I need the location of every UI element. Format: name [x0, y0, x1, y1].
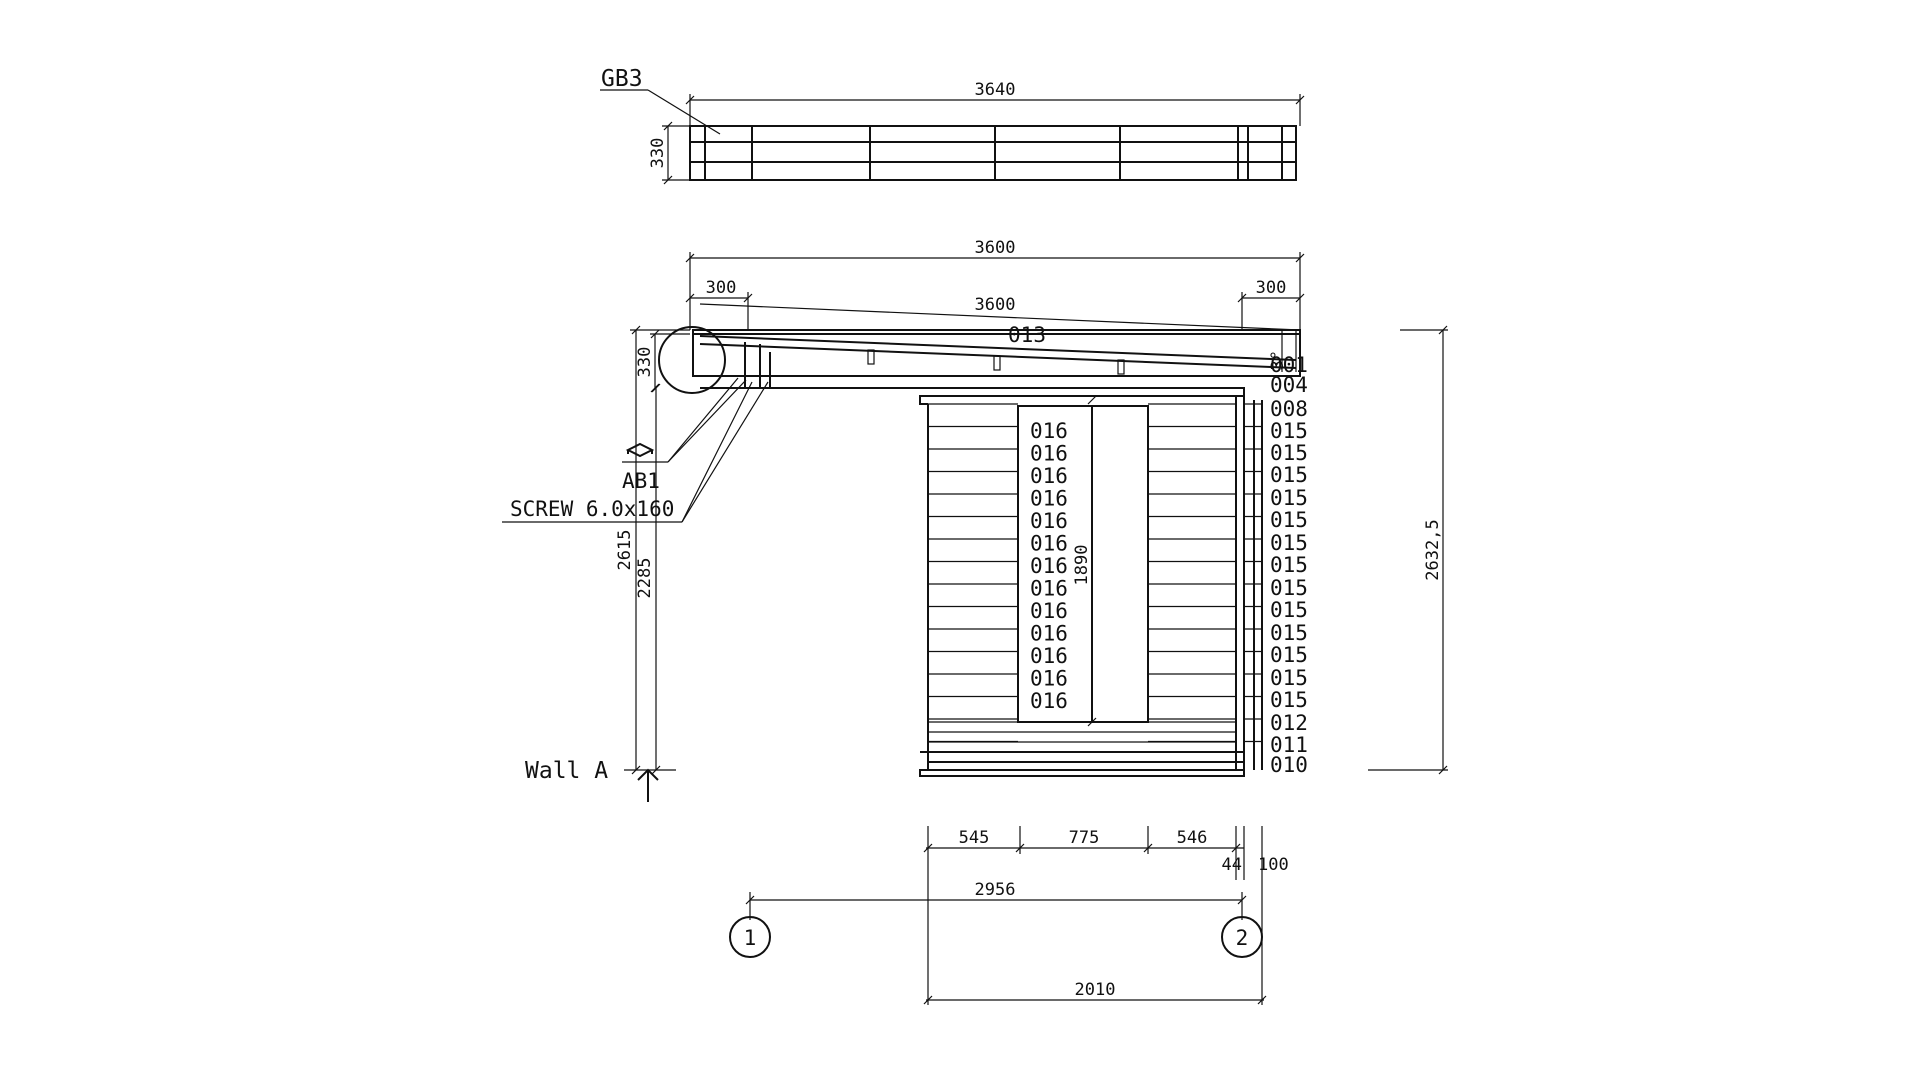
right-part-label: 012 [1270, 711, 1308, 735]
right-part-label: 015 [1270, 486, 1308, 510]
door-part-label: 016 [1030, 577, 1068, 601]
right-part-label: 015 [1270, 441, 1308, 465]
dim-545: 545 [959, 828, 990, 848]
gb3-label: GB3 [601, 66, 643, 92]
right-part-label: 008 [1270, 397, 1308, 421]
dim-2285: 2285 [635, 558, 655, 599]
gb3-section: GB3 3640 330 [600, 66, 1305, 185]
dim-3600-top: 3600 [975, 238, 1016, 258]
door-part-label: 016 [1030, 644, 1068, 668]
part-013-label: 013 [1008, 323, 1046, 347]
door-part-label: 016 [1030, 509, 1068, 533]
bottom-dimensions: 545 775 546 44 100 2956 1 2 2010 [729, 826, 1289, 1005]
wall-body: 1890 01601601601601601601601601601601601… [919, 387, 1263, 777]
right-part-label: 015 [1270, 508, 1308, 532]
right-part-label: 001 [1270, 353, 1308, 377]
right-part-label: 015 [1270, 643, 1308, 667]
roof-section: 3600 300 300 3600 3° 013 [635, 238, 1305, 394]
right-part-label: 004 [1270, 373, 1308, 397]
right-part-labels: 0010040080150150150150150150150150150150… [1270, 353, 1308, 777]
left-annotations: AB1 SCREW 6.0x160 2615 2285 Wall A [502, 325, 769, 802]
door-part-label: 016 [1030, 442, 1068, 466]
dim-2956: 2956 [975, 880, 1016, 900]
right-part-label: 015 [1270, 666, 1308, 690]
door-part-label: 016 [1030, 622, 1068, 646]
dim-330-roof: 330 [635, 347, 655, 378]
dim-44: 44 [1222, 855, 1242, 875]
right-part-label: 015 [1270, 688, 1308, 712]
axis-1-label: 1 [744, 926, 757, 950]
door-part-label: 016 [1030, 419, 1068, 443]
dim-3600-slope: 3600 [975, 295, 1016, 315]
dim-2615: 2615 [615, 530, 635, 571]
dim-775: 775 [1069, 828, 1100, 848]
dim-546: 546 [1177, 828, 1208, 848]
roof-angle-label: 3° [1268, 350, 1288, 370]
dim-330-gb3: 330 [648, 138, 668, 169]
door-part-label: 016 [1030, 689, 1068, 713]
right-part-label: 015 [1270, 463, 1308, 487]
dim-3640: 3640 [975, 80, 1016, 100]
dim-2632-5: 2632,5 [1423, 519, 1443, 580]
door-part-label: 016 [1030, 599, 1068, 623]
door-part-label: 016 [1030, 487, 1068, 511]
right-part-label: 015 [1270, 621, 1308, 645]
right-dimension: 2632,5 [1368, 325, 1448, 775]
dim-2010: 2010 [1075, 980, 1116, 1000]
angle-bracket-icon [625, 442, 655, 458]
axis-marker-1 [729, 916, 771, 958]
door-part-label: 016 [1030, 464, 1068, 488]
right-part-label: 015 [1270, 553, 1308, 577]
screw-label: SCREW 6.0x160 [510, 497, 674, 521]
ab1-label: AB1 [622, 469, 660, 493]
wall-a-label: Wall A [525, 758, 608, 784]
right-part-label: 015 [1270, 576, 1308, 600]
door-part-label: 016 [1030, 532, 1068, 556]
right-part-label: 015 [1270, 598, 1308, 622]
right-part-label: 010 [1270, 753, 1308, 777]
right-part-label: 015 [1270, 531, 1308, 555]
right-part-label: 015 [1270, 419, 1308, 443]
axis-marker-2 [1221, 916, 1263, 958]
dim-300-left: 300 [706, 278, 737, 298]
dim-1890-door: 1890 [1072, 545, 1092, 586]
door-part-label: 016 [1030, 554, 1068, 578]
detail-circle [658, 326, 726, 394]
door [1017, 405, 1149, 723]
dim-100: 100 [1258, 855, 1289, 875]
dim-300-right: 300 [1256, 278, 1287, 298]
right-part-label: 011 [1270, 733, 1308, 757]
door-part-label: 016 [1030, 667, 1068, 691]
axis-2-label: 2 [1236, 926, 1249, 950]
